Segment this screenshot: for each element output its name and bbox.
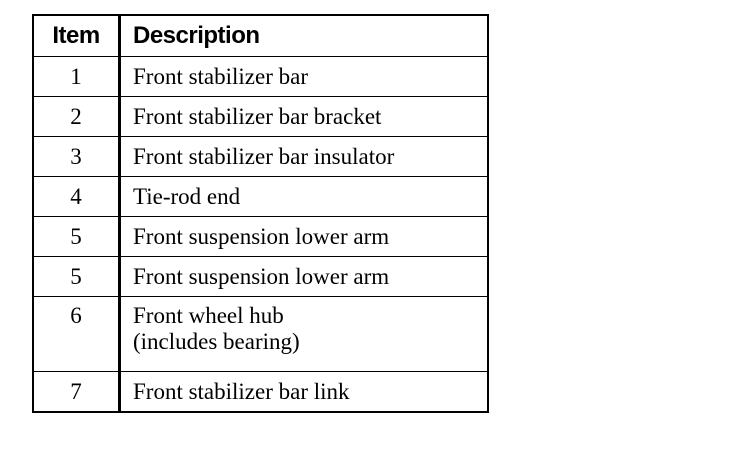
column-header-item: Item	[32, 14, 121, 57]
table-row: 7 Front stabilizer bar link	[32, 371, 489, 413]
table-row: 2 Front stabilizer bar bracket	[32, 96, 489, 137]
item-number: 7	[32, 371, 121, 413]
description-line: Front stabilizer bar link	[133, 378, 350, 404]
description-line: Front stabilizer bar	[133, 63, 309, 89]
table-row: 3 Front stabilizer bar insulator	[32, 136, 489, 177]
item-description: Front suspension lower arm	[119, 216, 489, 257]
table-row: 1 Front stabilizer bar	[32, 56, 489, 97]
item-description: Tie-rod end	[119, 176, 489, 217]
item-description: Front stabilizer bar	[119, 56, 489, 97]
item-description: Front stabilizer bar bracket	[119, 96, 489, 137]
description-line: Tie-rod end	[133, 183, 241, 209]
description-line: Front suspension lower arm	[133, 223, 390, 249]
item-number: 5	[32, 216, 121, 257]
item-number: 4	[32, 176, 121, 217]
description-line: Front wheel hub	[133, 303, 284, 328]
item-number: 1	[32, 56, 121, 97]
item-description: Front wheel hub (includes bearing)	[119, 296, 489, 372]
table-row: 6 Front wheel hub (includes bearing)	[32, 296, 489, 372]
item-description: Front suspension lower arm	[119, 256, 489, 297]
item-number: 3	[32, 136, 121, 177]
table-header-row: Item Description	[32, 14, 489, 57]
item-number: 5	[32, 256, 121, 297]
parts-table: Item Description 1 Front stabilizer bar …	[32, 14, 489, 413]
description-line: Front stabilizer bar bracket	[133, 103, 382, 129]
description-line: Front suspension lower arm	[133, 263, 390, 289]
item-description: Front stabilizer bar insulator	[119, 136, 489, 177]
table-row: 4 Tie-rod end	[32, 176, 489, 217]
table-row: 5 Front suspension lower arm	[32, 256, 489, 297]
column-header-description: Description	[119, 14, 489, 57]
item-description: Front stabilizer bar link	[119, 371, 489, 413]
item-number: 2	[32, 96, 121, 137]
item-number: 6	[32, 296, 121, 372]
description-line: Front stabilizer bar insulator	[133, 143, 395, 169]
table-row: 5 Front suspension lower arm	[32, 216, 489, 257]
description-line: (includes bearing)	[133, 329, 300, 354]
